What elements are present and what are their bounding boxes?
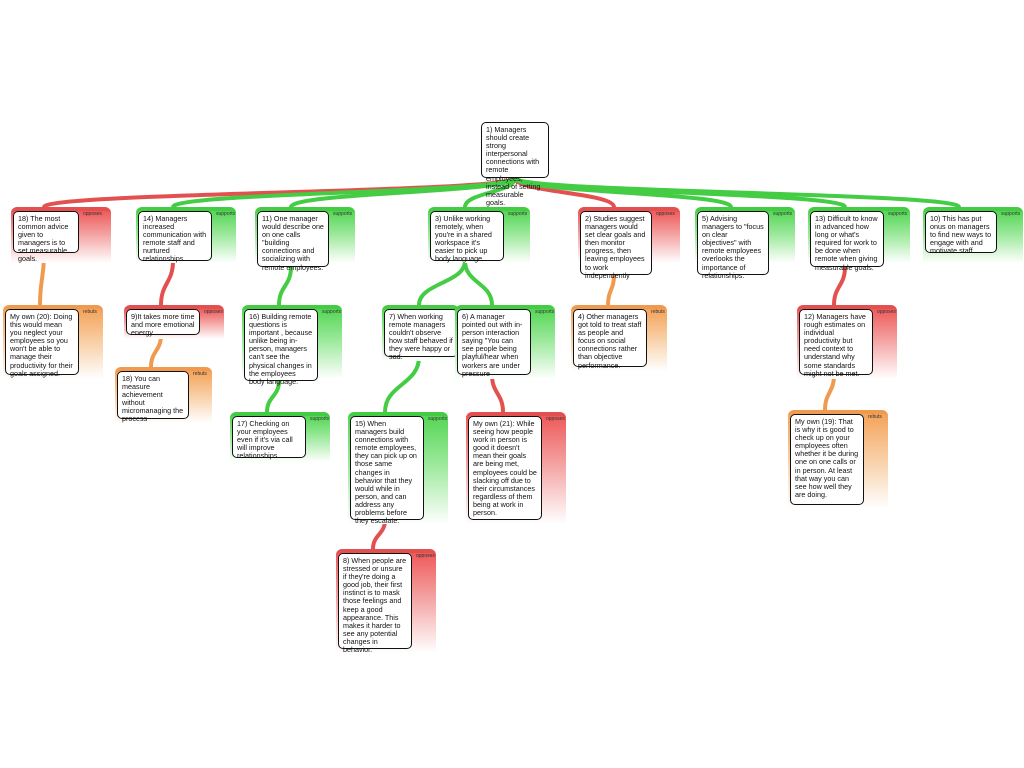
relation-label: rebuts [868,414,882,420]
node-4[interactable]: rebuts 4) Other managers got told to trea… [571,305,667,371]
relation-label: opposes [877,309,896,315]
node-9[interactable]: opposes 9)It takes more time and more emo… [124,305,224,339]
node-14[interactable]: supports 14) Managers increased communica… [136,207,236,263]
claim-text: My own (20): Doing this would mean you n… [5,309,79,377]
claim-text: 15) When managers build connections with… [350,416,424,525]
node-13[interactable]: supports 13) Difficult to know in advance… [808,207,910,271]
relation-label: rebuts [651,309,665,315]
connector-n15 [383,355,421,414]
node-my-own-21[interactable]: opposes My own (21): While seeing how peo… [466,412,566,524]
relation-label: supports [508,211,528,217]
relation-label: opposes [656,211,675,217]
relation-label: opposes [416,553,435,559]
connector-n9 [159,259,175,307]
node-18b[interactable]: rebuts 18) You can measure achievement wi… [115,367,212,423]
connector-n6 [463,259,494,307]
relation-label: opposes [546,416,565,422]
claim-text: 9)It takes more time and more emotional … [126,309,200,337]
node-16[interactable]: supports 16) Building remote questions is… [242,305,342,385]
claim-text: 10) This has put onus on managers to fin… [925,211,997,255]
claim-text: 1) Managers should create strong interpe… [481,122,549,206]
claim-text: 11) One manager would describe one on on… [257,211,329,271]
connector-n11 [289,176,517,209]
connector-n5 [513,176,733,209]
relation-label: supports [322,309,342,315]
relation-label: supports [888,211,908,217]
node-6[interactable]: supports 6) A manager pointed out with in… [455,305,555,379]
claim-text: My own (19): That is why it is good to c… [790,414,864,505]
node-2[interactable]: opposes 2) Studies suggest managers would… [578,207,680,279]
connector-n16 [277,265,293,307]
connector-n18 [42,176,517,209]
claim-text: 3) Unlike working remotely, when you're … [430,211,504,263]
relation-label: supports [773,211,793,217]
connector-n19 [823,373,836,412]
connector-n18b [149,333,163,369]
claim-text: 5) Advising managers to "focus on clear … [697,211,769,279]
node-my-own-20[interactable]: rebuts My own (20): Doing this would mean… [3,305,103,379]
connector-n12 [832,265,847,307]
relation-label: supports [310,416,330,422]
relation-label: rebuts [83,309,97,315]
relation-label: rebuts [193,371,207,377]
claim-text: 14) Managers increased communication wit… [138,211,212,263]
relation-label: supports [1001,211,1021,217]
claim-text: 6) A manager pointed out with in-person … [457,309,531,377]
node-8[interactable]: opposes 8) When people are stressed or un… [336,549,436,654]
connector-n14 [171,176,517,209]
node-5[interactable]: supports 5) Advising managers to "focus o… [695,207,795,279]
node-10[interactable]: supports 10) This has put onus on manager… [923,207,1023,263]
relation-label: supports [216,211,236,217]
node-17[interactable]: supports 17) Checking on your employees e… [230,412,330,462]
node-my-own-19[interactable]: rebuts My own (19): That is why it is goo… [788,410,888,509]
node-15[interactable]: supports 15) When managers build connecti… [348,412,448,525]
relation-label: supports [535,309,555,315]
connector-n21 [490,373,505,414]
claim-text: 18) The most common advice given to mana… [13,211,79,263]
relation-label: opposes [83,211,102,217]
claim-text: 4) Other managers got told to treat staf… [573,309,647,369]
claim-text: 13) Difficult to know in advanced how lo… [810,211,884,271]
claim-text: 12) Managers have rough estimates on ind… [799,309,873,377]
node-7[interactable]: supports7) When working remote managers … [382,305,481,361]
claim-text: 17) Checking on your employees even if i… [232,416,306,460]
claim-text: 2) Studies suggest managers would set cl… [580,211,652,279]
claim-text: 16) Building remote questions is importa… [244,309,318,385]
node-11[interactable]: supports 11) One manager would describe o… [255,207,355,271]
connector-n7 [417,259,467,307]
node-18[interactable]: opposes 18) The most common advice given … [11,207,111,263]
node-3[interactable]: supports 3) Unlike working remotely, when… [428,207,530,263]
connector-n10 [513,176,961,209]
node-1-root[interactable]: 1) Managers should create strong interpe… [481,122,549,206]
relation-label: supports [428,416,448,422]
claim-text: 8) When people are stressed or unsure if… [338,553,412,654]
node-12[interactable]: opposes 12) Managers have rough estimates… [797,305,897,379]
connector-n13 [513,176,847,209]
relation-label: opposes [204,309,223,315]
claim-text: 7) When working remote managers couldn't… [384,309,458,361]
relation-label: supports [333,211,353,217]
claim-text: 18) You can measure achievement without … [117,371,189,423]
claim-text: My own (21): While seeing how people wor… [468,416,542,520]
